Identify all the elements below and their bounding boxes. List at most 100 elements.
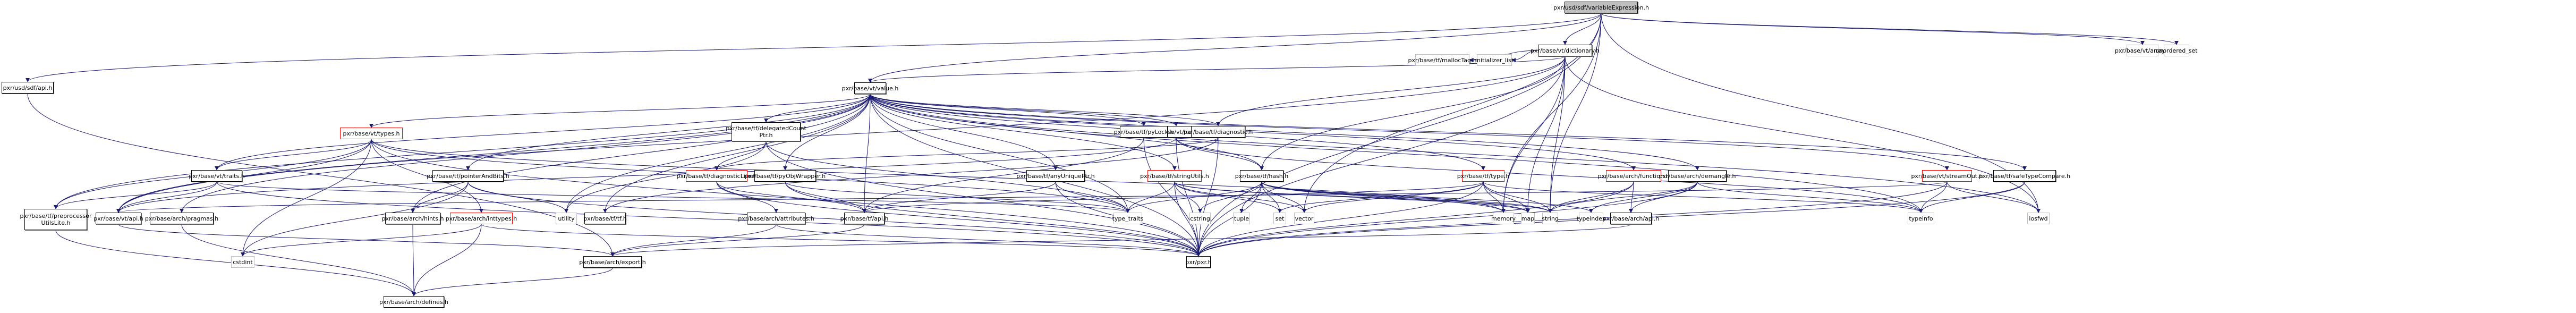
edge-value-to-delegated — [764, 94, 871, 123]
node-vt-streamout-h[interactable]: pxr/base/vt/streamOut.h — [1911, 170, 1983, 182]
edge-value-to-tftf — [603, 94, 871, 213]
edge-value-to-pragmas — [180, 94, 871, 213]
edge-delegated-to-pxr — [766, 141, 1201, 257]
edge-root-to-string — [1548, 13, 1602, 213]
edge-dictionary-to-value — [868, 56, 1566, 83]
node-vt-api-h[interactable]: pxr/base/vt/api.h — [93, 213, 143, 224]
node-tf-safetypecompare-h[interactable]: pxr/base/tf/safeTypeCompare.h — [1979, 170, 2070, 182]
edge-value-to-pointerAndBits — [466, 94, 871, 171]
node-typeinfo: typeinfo — [1908, 213, 1934, 224]
edge-stringUtils-to-vector — [1174, 181, 1306, 213]
edge-vttraits-to-preproc — [54, 181, 217, 209]
edge-archapi-to-archexport — [610, 224, 1631, 257]
node-tf-diagnosticlite-h[interactable]: pxr/base/tf/diagnosticLite.h — [677, 170, 756, 182]
edge-value-to-archfunction — [870, 94, 1636, 171]
edge-dictionary-to-tfhash — [1260, 56, 1566, 171]
edge-dictionary-to-string — [1548, 56, 1566, 213]
node-initializer-list: initializer_list — [1475, 54, 1514, 66]
edge-stringUtils-to-cstring — [1174, 181, 1202, 213]
node-map: map — [1521, 213, 1535, 224]
edge-root-to-memory — [1501, 13, 1602, 213]
node-arch-pragmas-h[interactable]: pxr/base/arch/pragmas.h — [145, 213, 218, 224]
edge-sdfapi-to-archexport — [27, 93, 615, 257]
node-vt-value-h[interactable]: pxr/base/vt/value.h — [842, 82, 898, 94]
edge-demangle-to-pxr — [1196, 181, 1698, 257]
node-pxr-h[interactable]: pxr/pxr.h — [1185, 256, 1212, 268]
node-variable-expression-h[interactable]: pxr/usd/sdf/variableExpression.h — [1553, 2, 1649, 13]
node-unordered-set: unordered_set — [2155, 45, 2198, 56]
node-tf-anyuniqueptr-h[interactable]: pxr/base/tf/anyUniquePtr.h — [1016, 170, 1095, 182]
node-typeindex: typeindex — [1577, 213, 1605, 224]
edge-streamOut-to-pxr — [1196, 181, 1948, 257]
node-tf-pylock-h[interactable]: pxr/base/tf/pyLock.h — [1114, 126, 1174, 138]
node-string: string — [1542, 213, 1559, 224]
node-sdf-api-h[interactable]: pxr/usd/sdf/api.h — [2, 82, 54, 94]
edge-root-to-dictionary — [1563, 13, 1602, 45]
node-arch-demangle-h[interactable]: pxr/base/arch/demangle.h — [1659, 170, 1736, 182]
edge-value-to-diagnostic — [870, 94, 1220, 126]
edge-value-to-vttypes — [369, 94, 871, 128]
edge-root-to-iosfwd — [1601, 13, 2041, 213]
edge-inttypes-to-cstdint — [241, 224, 482, 257]
edge-tftype-to-pxr — [1196, 181, 1484, 257]
edge-streamOut-to-iosfwd — [1946, 181, 2041, 213]
edge-inttypes-to-defines — [412, 224, 482, 297]
node-arch-attributes-h[interactable]: pxr/base/arch/attributes.h — [738, 213, 814, 224]
edge-pyObjWrapper-to-type_traits — [785, 181, 1130, 213]
edge-inttypes-to-pxr — [481, 224, 1201, 257]
node-tf-preprocessorutilslite-h[interactable]: pxr/base/tf/preprocessor UtilsLite.h — [20, 209, 92, 230]
node-tf-pyobjwrapper-h[interactable]: pxr/base/tf/pyObjWrapper.h — [745, 170, 826, 182]
node-tf-tf-h[interactable]: pxr/base/tf/tf.h — [583, 213, 627, 224]
edge-stringUtils-to-pxr — [1174, 181, 1201, 257]
edge-stringUtils-to-type_traits — [1126, 181, 1175, 213]
node-arch-defines-h[interactable]: pxr/base/arch/defines.h — [379, 296, 448, 308]
edge-vthash-to-typeinfo — [1176, 137, 1923, 213]
node-tf-delegatedcountptr-h[interactable]: pxr/base/tf/delegatedCount Ptr.h — [726, 122, 806, 141]
edge-tftype-to-typeinfo — [1483, 181, 1923, 213]
node-type-traits: type_traits — [1112, 213, 1143, 224]
node-vt-traits-h[interactable]: pxr/base/vt/traits.h — [189, 170, 245, 182]
node-vt-dictionary-h[interactable]: pxr/base/vt/dictionary.h — [1531, 45, 1600, 56]
edge-root-to-unordered_set — [1601, 13, 2179, 45]
node-tf-diagnostic-h[interactable]: pxr/base/tf/diagnostic.h — [1184, 126, 1253, 138]
edge-diagnosticLite-to-pxr — [716, 181, 1201, 257]
node-tf-hash-h[interactable]: pxr/base/tf/hash.h — [1235, 170, 1288, 182]
edge-tfhash-to-typeindex — [1261, 181, 1593, 213]
edge-value-to-demangle — [870, 94, 1699, 171]
node-arch-api-h[interactable]: pxr/base/arch/api.h — [1603, 213, 1659, 224]
node-arch-function-h[interactable]: pxr/base/arch/function.h — [1598, 170, 1669, 182]
edge-vthash-to-vtapi — [116, 137, 1177, 213]
edge-vttypes-to-vttraits — [215, 139, 372, 171]
edge-pointerAndBits-to-pxr — [467, 181, 1201, 257]
edge-vttypes-to-inttypes — [371, 139, 483, 213]
edge-dictionary-to-initializer_list — [1511, 50, 1538, 62]
edge-tfhash-to-set — [1261, 181, 1282, 213]
edge-diagnosticLite-to-tfapi — [716, 181, 866, 213]
node-arch-hints-h[interactable]: pxr/base/arch/hints.h — [382, 213, 444, 224]
edge-root-to-vector — [1302, 13, 1602, 213]
edge-archexport-to-defines — [412, 267, 613, 297]
edge-value-to-anyUniquePtr — [870, 94, 1058, 171]
edge-diagnostic-to-pxr — [1196, 137, 1219, 257]
edge-demangle-to-typeindex — [1589, 181, 1698, 213]
node-arch-export-h[interactable]: pxr/base/arch/export.h — [579, 256, 646, 268]
node-vt-types-h[interactable]: pxr/base/vt/types.h — [340, 128, 403, 139]
node-cstring: cstring — [1189, 213, 1211, 224]
edge-tftype-to-map — [1483, 181, 1530, 213]
node-vt-array-h[interactable]: pxr/base/vt/array.h — [2115, 45, 2170, 56]
edge-pyObjWrapper-to-tfapi — [785, 181, 866, 213]
node-tf-pointerandbits-h[interactable]: pxr/base/tf/pointerAndBits.h — [427, 170, 509, 182]
node-tf-type-h[interactable]: pxr/base/tf/type.h — [1457, 170, 1509, 182]
node-arch-inttypes-h[interactable]: pxr/base/arch/inttypes.h — [446, 213, 517, 224]
edge-vttraits-to-type_traits — [216, 181, 1130, 213]
edge-tftype-to-vector — [1302, 181, 1484, 213]
edge-dictionary-to-iosfwd — [1565, 56, 2041, 213]
node-tf-stringutils-h[interactable]: pxr/base/tf/stringUtils.h — [1140, 170, 1209, 182]
edge-tfhash-to-string — [1261, 181, 1552, 213]
edge-vttypes-to-vtapi — [116, 139, 372, 213]
edge-tfhash-to-cstring — [1198, 181, 1262, 213]
edge-tfhash-to-type_traits — [1126, 181, 1262, 213]
edge-demangle-to-string — [1548, 181, 1698, 213]
node-tf-api-h[interactable]: pxr/base/tf/api.h — [840, 213, 888, 224]
edge-safeTypeCompare-to-typeinfo — [1919, 181, 2025, 213]
